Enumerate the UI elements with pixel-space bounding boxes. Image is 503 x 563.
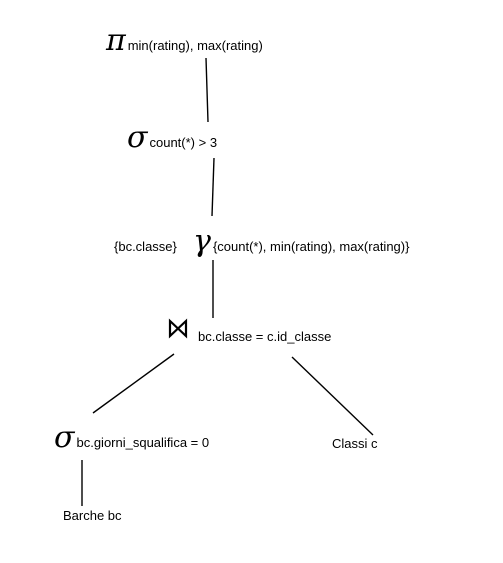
join-condition: bc.classe = c.id_classe — [198, 329, 332, 344]
group-by-attributes: {bc.classe} — [114, 239, 177, 254]
edge-join-to-selection — [92, 353, 175, 414]
relation-barche: Barche bc — [63, 508, 122, 523]
grouping-node: γ{count(*), min(rating), max(rating)} — [193, 227, 409, 257]
pi-symbol: π — [106, 23, 126, 58]
sigma-symbol: σ — [54, 420, 75, 455]
where-condition: bc.giorni_squalifica = 0 — [76, 435, 210, 450]
gamma-symbol: γ — [193, 224, 211, 259]
sigma-symbol: σ — [127, 120, 148, 155]
join-bowtie-icon — [168, 318, 188, 339]
relation-classi: Classi c — [332, 436, 378, 451]
edge-having-to-grouping — [211, 157, 215, 217]
edge-projection-to-having — [205, 57, 209, 123]
having-condition: count(*) > 3 — [149, 135, 218, 150]
edge-join-to-classi — [291, 356, 374, 436]
projection-attributes: min(rating), max(rating) — [127, 38, 263, 53]
aggregate-functions: {count(*), min(rating), max(rating)} — [212, 239, 410, 254]
